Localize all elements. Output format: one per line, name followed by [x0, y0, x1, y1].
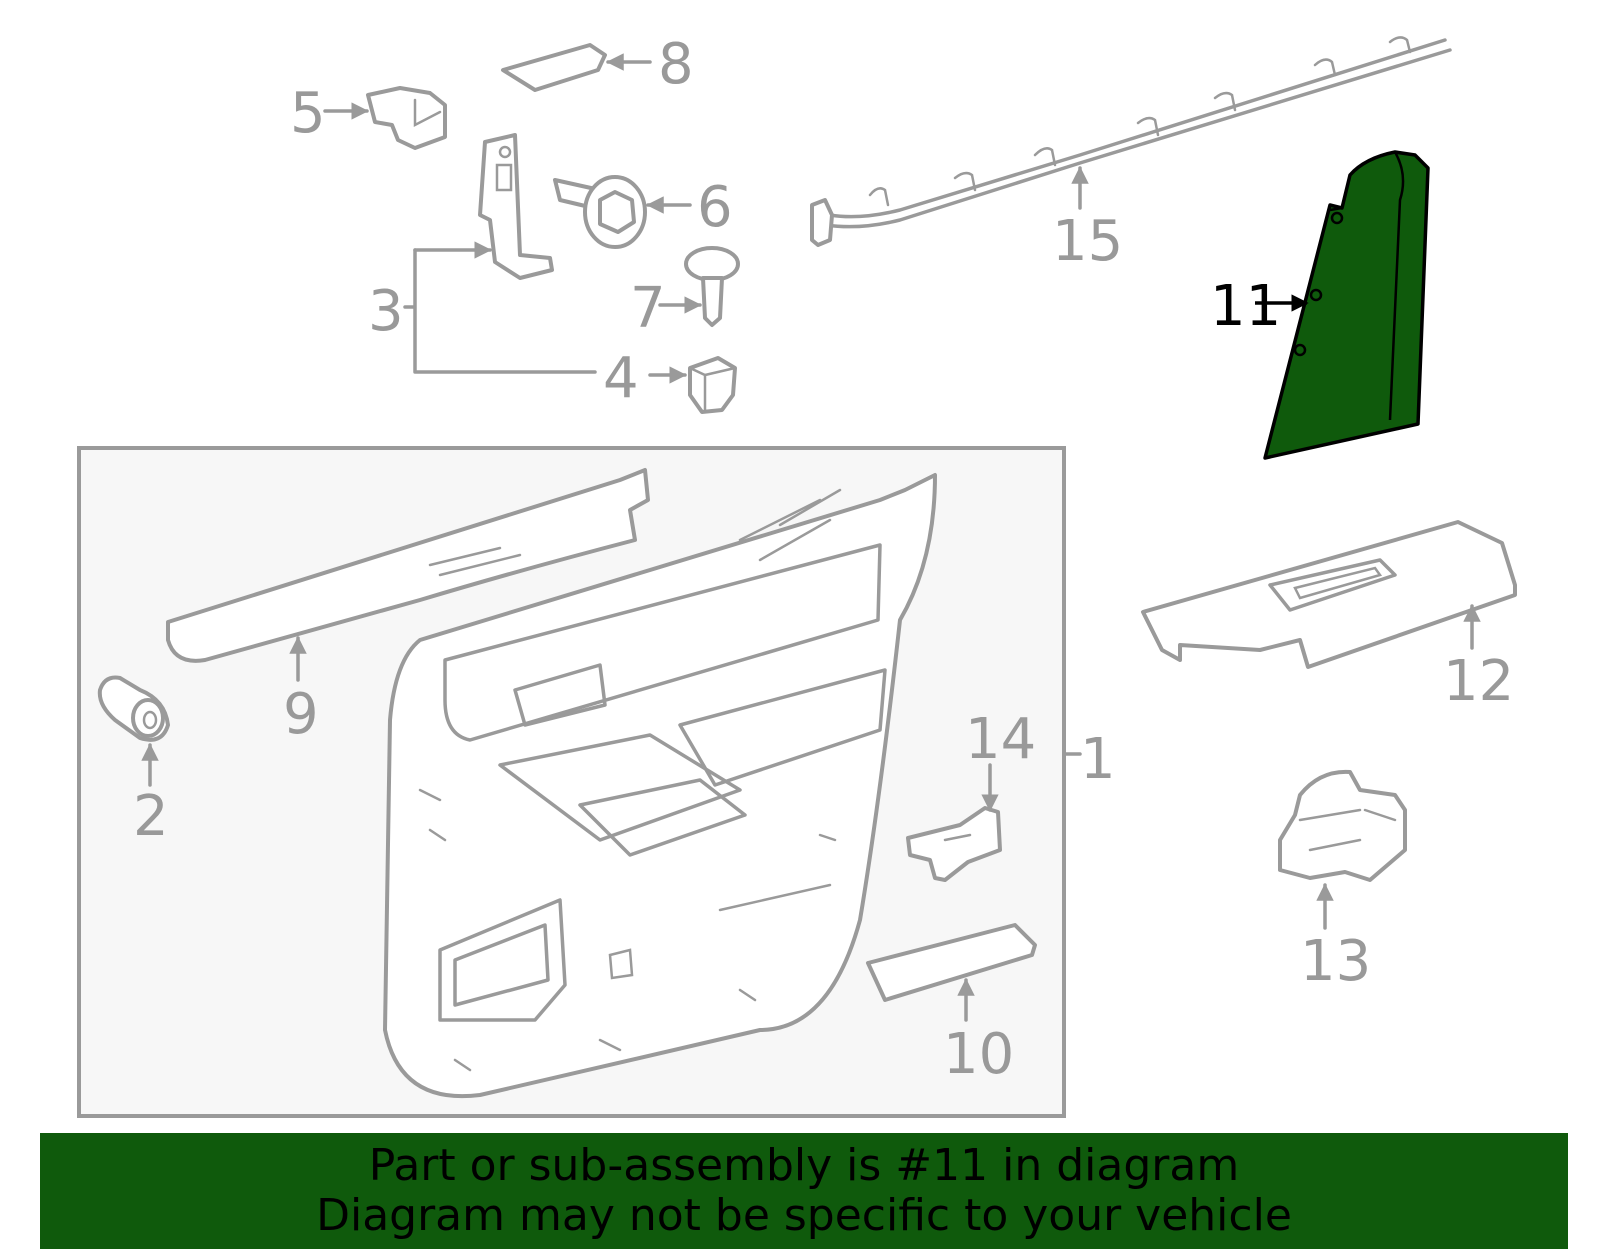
highlighted-part-11 — [1263, 150, 1430, 460]
bracket-part-14 — [906, 806, 1002, 882]
weatherstrip-part-15 — [810, 36, 1452, 247]
callout-8: 8 — [658, 32, 694, 97]
callout-1: 1 — [1080, 727, 1116, 792]
callout-4: 4 — [603, 346, 639, 411]
nut-part-4 — [688, 356, 737, 414]
callout-7: 7 — [630, 276, 666, 341]
callout-2: 2 — [133, 784, 169, 849]
clip-part-2 — [97, 675, 170, 742]
callout-11: 11 — [1210, 274, 1281, 339]
leader-lines — [141, 53, 1481, 1022]
door-trim-panel — [383, 473, 937, 1099]
upper-trim-strip — [166, 468, 650, 663]
callout-9: 9 — [283, 682, 319, 747]
bolt-part-7 — [684, 246, 740, 327]
callout-6: 6 — [697, 175, 733, 240]
switch-bezel-part-12 — [1141, 520, 1517, 669]
callout-15: 15 — [1052, 209, 1123, 274]
pad-part-8 — [501, 43, 607, 92]
banner-line-1: Part or sub-assembly is #11 in diagram — [368, 1140, 1240, 1191]
banner-line-2: Diagram may not be specific to your vehi… — [316, 1190, 1292, 1241]
screw-part-6 — [553, 175, 647, 249]
strip-part-10 — [866, 923, 1037, 1002]
callout-12: 12 — [1443, 649, 1514, 714]
callout-10: 10 — [943, 1022, 1014, 1087]
callout-5: 5 — [290, 81, 326, 146]
bracket-part-3 — [478, 133, 554, 280]
callout-14: 14 — [965, 707, 1036, 772]
clip-part-5 — [366, 86, 447, 150]
callout-13: 13 — [1300, 929, 1371, 994]
callout-3: 3 — [368, 279, 404, 344]
switch-part-13 — [1278, 769, 1407, 882]
info-banner: Part or sub-assembly is #11 in diagram D… — [40, 1133, 1568, 1249]
